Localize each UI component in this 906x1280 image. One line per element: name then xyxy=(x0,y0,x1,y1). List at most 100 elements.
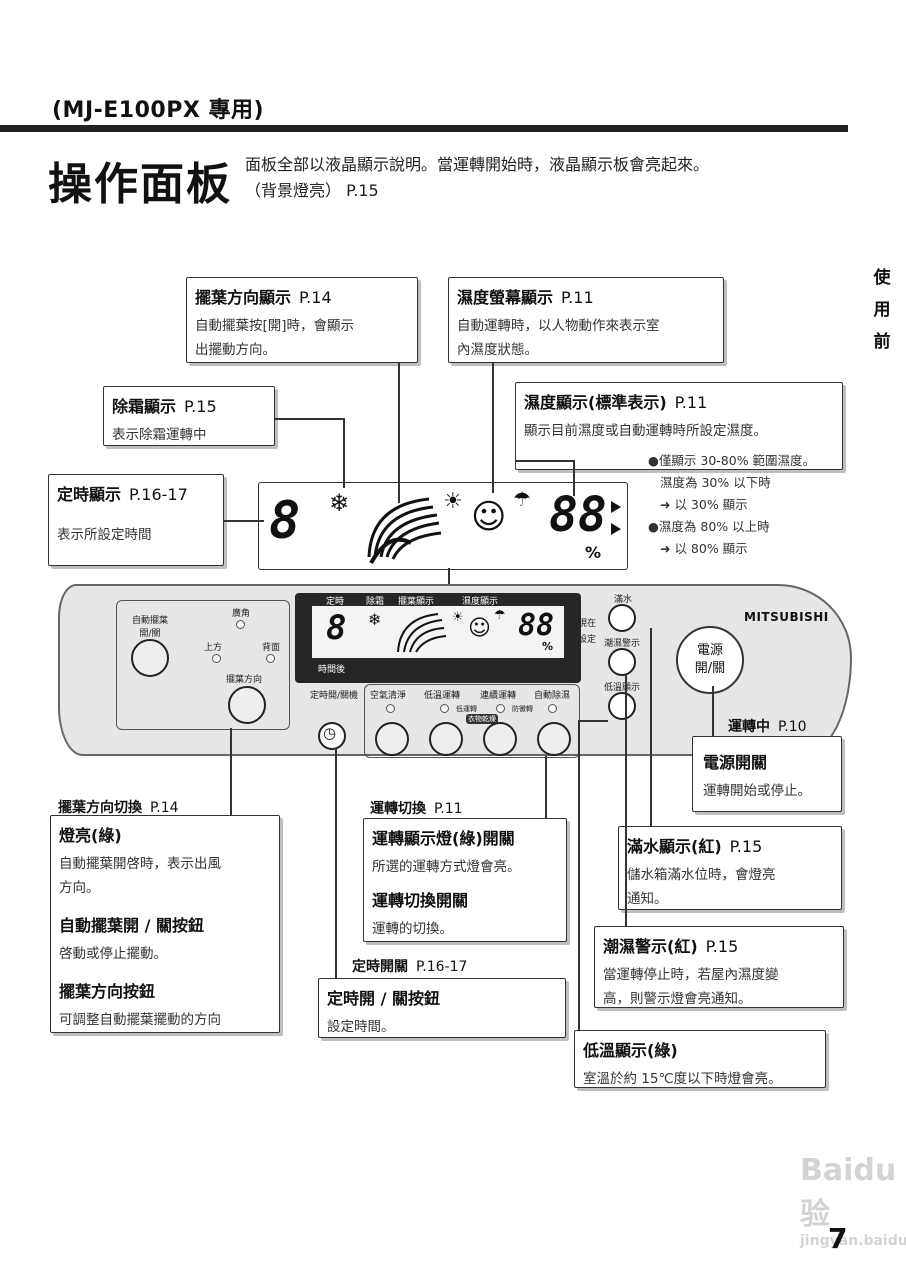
swing-group-frame xyxy=(116,600,290,730)
timer-onoff-button[interactable] xyxy=(318,722,346,750)
callout-text: 室溫於約 15℃度以下時燈會亮。 xyxy=(583,1071,782,1087)
connector xyxy=(578,720,608,722)
callout-text: 運轉開始或停止。 xyxy=(703,783,811,799)
current-arrow-icon xyxy=(611,501,621,513)
connector xyxy=(625,674,627,926)
power-button[interactable]: 電源 開/關 xyxy=(676,626,744,694)
connector xyxy=(230,728,232,816)
wide-led xyxy=(236,620,245,629)
sub-mode-label: 低運轉 xyxy=(456,705,477,713)
page-ref: P.11 xyxy=(674,393,708,412)
mode-air-purify-button[interactable] xyxy=(375,722,409,756)
swing-fan-icon xyxy=(397,613,447,653)
callout-swing-switch: 燈亮(綠) 自動擺葉開啓時，表示出風 方向。 自動擺葉開 / 關按鈕 啓動或停止… xyxy=(50,815,280,1033)
callout-title: 定時開 / 關按鈕 xyxy=(327,989,440,1008)
mode-air-purify-label: 空氣清淨 xyxy=(370,691,407,701)
callout-tank-full: 滿水顯示(紅)P.15 儲水箱滿水位時，會燈亮 通知。 xyxy=(618,826,842,910)
clock-icon: ◷ xyxy=(323,724,337,742)
mode-led xyxy=(548,704,557,713)
swing-onoff-button[interactable] xyxy=(131,639,169,677)
panel-timer-digit: 8 xyxy=(326,608,347,648)
callout-text: 表示所設定時間 xyxy=(57,527,152,543)
callout-title: 濕度螢幕顯示 xyxy=(457,288,554,307)
umbrella-icon: ☂ xyxy=(494,608,506,623)
mode-led xyxy=(496,704,505,713)
callout-text: 顯示目前濕度或自動運轉時所設定濕度。 xyxy=(524,423,767,439)
swing-dir-label: 擺葉方向 xyxy=(226,675,263,685)
lcd-tab-defrost: 除霜 xyxy=(366,597,385,607)
callout-title: 擺葉方向顯示 xyxy=(195,288,292,307)
panel-lcd-screen: 8 ❄ ☀ ☺ ☂ 88 % xyxy=(312,606,564,658)
watermark: Baidu 经验 jingyan.baidu.com xyxy=(800,1145,906,1249)
callout-power-switch: 電源開關 運轉開始或停止。 xyxy=(692,736,842,812)
lcd-enlarged: 8 ❄ ☀ ☺ ☂ 88 % xyxy=(258,482,628,570)
callout-text: 所選的運轉方式燈會亮。 xyxy=(372,859,521,875)
connector xyxy=(275,418,343,420)
sub-mode-badge: 衣物乾燥 xyxy=(466,714,498,724)
mode-continuous-button[interactable] xyxy=(483,722,517,756)
callout-low-temp: 低溫顯示(綠) 室溫於約 15℃度以下時燈會亮。 xyxy=(574,1030,826,1088)
connector xyxy=(650,628,652,826)
callout-title: 運轉切換開關 xyxy=(372,891,469,910)
label-text: 擺葉方向切換 xyxy=(58,800,142,816)
callout-text: 可調整自動擺葉擺動的方向 xyxy=(59,1012,221,1028)
note-line: ➜ 以 80% 顯示 xyxy=(660,541,748,556)
mode-auto-dehumid-button[interactable] xyxy=(537,722,571,756)
callout-damp-warning: 潮濕警示(紅)P.15 當運轉停止時，若屋內濕度變 高，則警示燈會亮通知。 xyxy=(594,926,844,1008)
swing-direction-button[interactable] xyxy=(228,686,266,724)
page-ref: P.16-17 xyxy=(416,959,468,975)
percent-sign: % xyxy=(542,640,554,653)
lcd-tab-humidity: 濕度顯示 xyxy=(462,597,499,607)
sun-icon: ☀ xyxy=(443,489,463,514)
callout-text: 自動運轉時，以人物動作來表示室 xyxy=(457,318,660,334)
connector xyxy=(515,460,573,462)
back-led xyxy=(266,654,275,663)
humidity-notes: ●僅顯示 30-80% 範圍濕度。 濕度為 30% 以下時 ➜ 以 30% 顯示… xyxy=(648,450,815,560)
lcd-timer-digit: 8 xyxy=(269,491,301,551)
mode-led xyxy=(440,704,449,713)
tank-full-label: 滿水 xyxy=(614,595,633,605)
person-humidity-icon: ☺ xyxy=(471,497,507,537)
callout-title: 低溫顯示(綠) xyxy=(583,1041,678,1060)
callout-title: 除霜顯示 xyxy=(112,397,177,416)
lcd-tab-timer: 定時 xyxy=(326,597,345,607)
defrost-icon: ❄ xyxy=(368,610,382,629)
intro-line-2: （背景燈亮） P.15 xyxy=(245,181,379,200)
lcd-setting-label: 設定 xyxy=(578,635,597,645)
sub-mode-label: 防黴轉 xyxy=(512,705,533,713)
damp-warning-indicator xyxy=(608,648,636,676)
lcd-hours-label: 時間後 xyxy=(318,665,346,675)
watermark-logo: Baidu 经验 xyxy=(800,1153,906,1232)
page-title: 操作面板 xyxy=(48,159,232,210)
model-heading: (MJ-E100PX 專用) xyxy=(52,98,265,123)
low-temp-indicator xyxy=(608,692,636,720)
callout-text: 出擺動方向。 xyxy=(195,342,276,358)
connector xyxy=(492,363,494,493)
callout-title: 擺葉方向按鈕 xyxy=(59,982,156,1001)
swing-fan-icon xyxy=(367,497,442,564)
connector xyxy=(545,756,547,818)
callout-text: 自動擺葉按[開]時，會顯示 xyxy=(195,318,355,334)
connector xyxy=(448,568,450,596)
page-ref: P.15 xyxy=(705,937,739,956)
back-label: 背面 xyxy=(262,643,281,653)
note-line: ●僅顯示 30-80% 範圍濕度。 xyxy=(648,453,816,468)
callout-mode-switch: 運轉顯示燈(綠)開關 所選的運轉方式燈會亮。 運轉切換開關 運轉的切換。 xyxy=(363,818,567,942)
callout-text: 啓動或停止擺動。 xyxy=(59,946,167,962)
intro-line-1: 面板全部以液晶顯示說明。當運轉開始時，液晶顯示板會亮起來。 xyxy=(245,155,710,174)
callout-text: 當運轉停止時，若屋內濕度變 xyxy=(603,967,779,983)
page-ref: P.14 xyxy=(299,288,332,307)
up-label: 上方 xyxy=(204,643,223,653)
page-ref: P.16-17 xyxy=(129,485,188,504)
callout-text: 自動擺葉開啓時，表示出風 xyxy=(59,856,221,872)
mode-led xyxy=(386,704,395,713)
swing-onoff-label: 自動擺葉 開/關 xyxy=(131,616,168,639)
umbrella-icon: ☂ xyxy=(513,487,531,511)
lcd-tab-swing: 擺葉顯示 xyxy=(398,597,435,607)
label-text: 運轉中 xyxy=(728,719,770,735)
mode-low-temp-button[interactable] xyxy=(429,722,463,756)
